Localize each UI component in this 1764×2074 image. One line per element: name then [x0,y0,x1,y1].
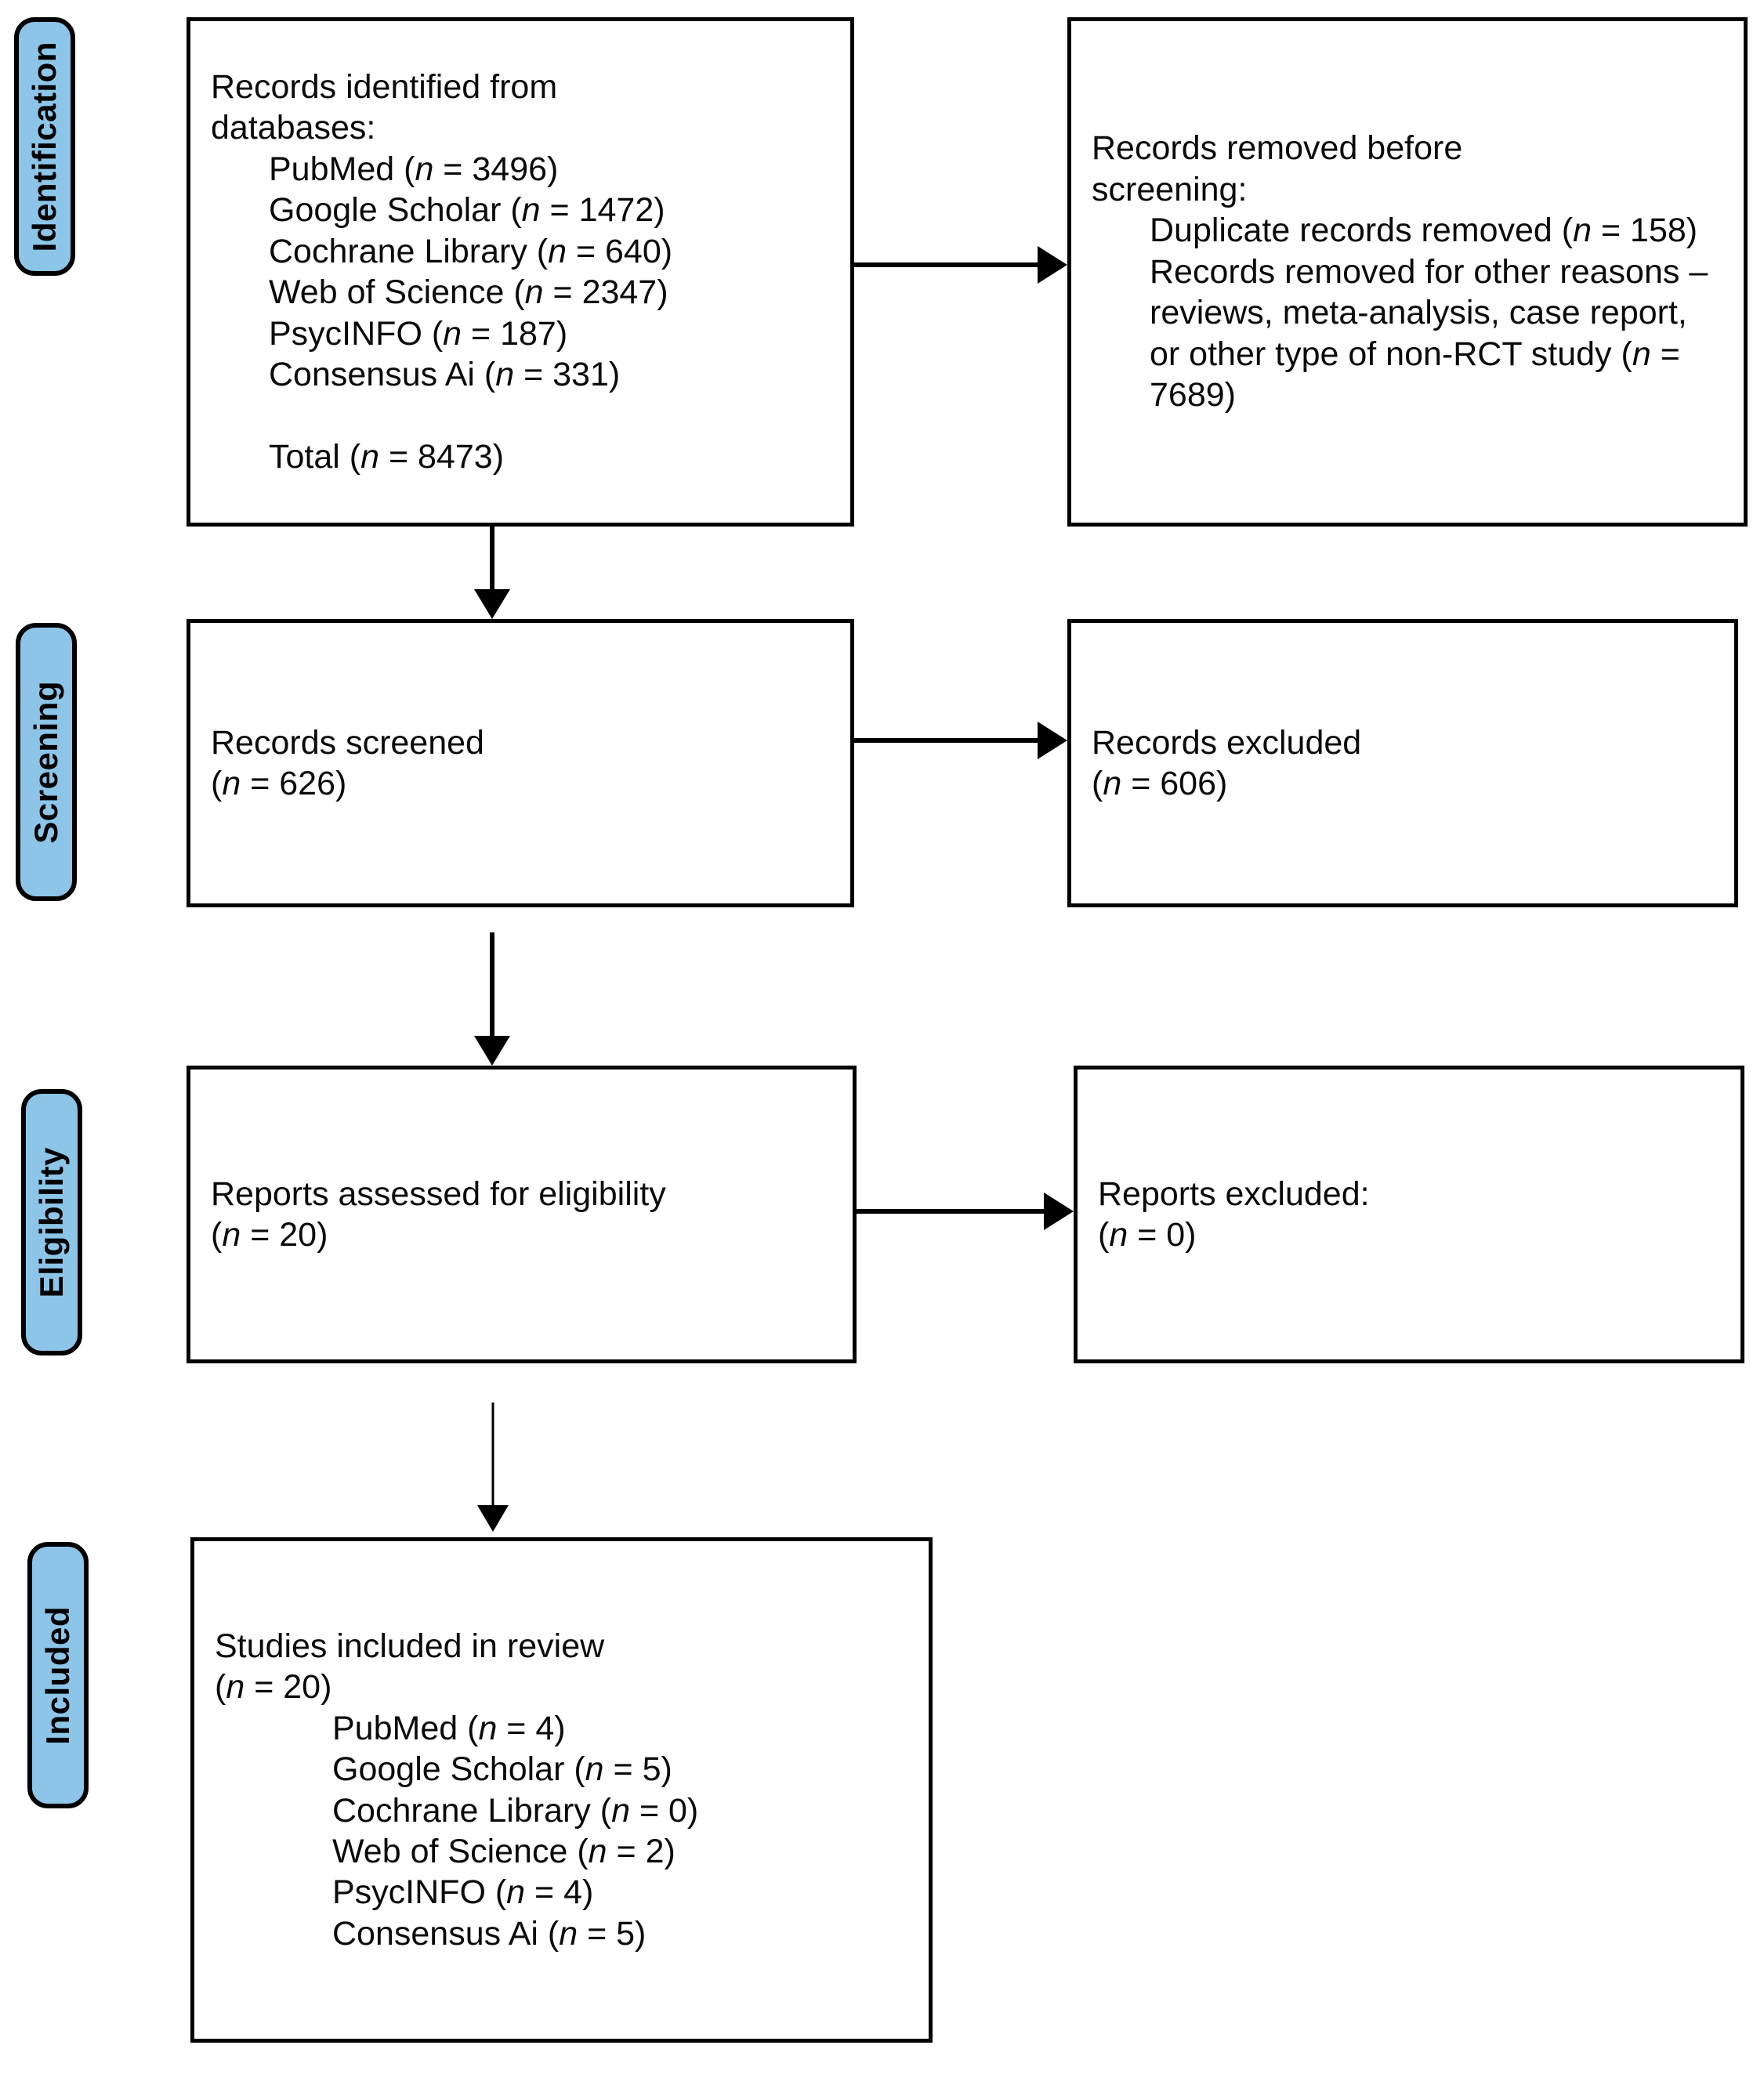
arrow-screened-to-assessed [470,932,514,1066]
records-removed-line1: Records removed before [1092,129,1463,168]
box-records-excluded: Records excluded (n = 606) [1067,619,1738,907]
arrow-stem [490,527,494,592]
box-studies-included: Studies included in review (n = 20) PubM… [190,1537,933,2043]
records-screened-line1: Records screened [211,723,484,762]
arrow-screened-to-excluded [854,720,1067,761]
records-identified-source-cochrane-library: Cochrane Library (n = 640) [269,232,673,270]
stage-pill-included: Included [27,1542,89,1808]
box-reports-excluded: Reports excluded: (n = 0) [1074,1066,1744,1363]
arrow-identified-to-screened [470,527,514,619]
studies-included-source-pubmed: PubMed (n = 4) [332,1709,566,1747]
studies-included-line1: Studies included in review [215,1627,605,1665]
records-identified-line1: Records identified from [211,67,558,106]
records-removed-reason-other: Records removed for other reasons – revi… [1150,252,1718,414]
arrow-stem [857,1209,1047,1214]
arrow-stem [854,262,1041,267]
box-records-removed: Records removed before screening: Duplic… [1067,17,1748,527]
box-reports-assessed: Reports assessed for eligibility (n = 20… [187,1066,857,1363]
box-reports-excluded-body: Reports excluded: (n = 0) [1078,1174,1740,1256]
reports-excluded-line1: Reports excluded: [1098,1175,1370,1213]
box-records-identified-body: Records identified from databases: PubMe… [190,67,850,477]
arrow-head [474,1036,510,1066]
arrow-head [477,1505,509,1532]
studies-included-source-web-of-science: Web of Science (n = 2) [332,1832,676,1870]
arrow-head [1038,722,1067,759]
studies-included-source-cochrane-library: Cochrane Library (n = 0) [332,1791,699,1830]
stage-pill-identification: Identification [14,17,75,276]
box-records-excluded-body: Records excluded (n = 606) [1071,722,1734,805]
records-identified-source-consensus-ai: Consensus Ai (n = 331) [269,356,621,394]
studies-included-source-psycinfo: PsycINFO (n = 4) [332,1873,594,1912]
stage-pill-screening: Screening [16,623,77,901]
stage-label-identification: Identification [26,41,63,252]
box-studies-included-body: Studies included in review (n = 20) PubM… [194,1626,929,1955]
reports-assessed-line2: (n = 20) [211,1216,328,1254]
arrow-identified-to-removed [854,244,1067,285]
arrow-assessed-to-included [474,1403,512,1532]
reports-assessed-line1: Reports assessed for eligibility [211,1175,666,1213]
arrow-head [474,589,510,619]
studies-included-source-google-scholar: Google Scholar (n = 5) [332,1750,672,1789]
records-removed-reason-duplicates: Duplicate records removed (n = 158) [1150,212,1698,250]
stage-label-eligibility: Eligibility [33,1146,70,1298]
studies-included-source-consensus-ai: Consensus Ai (n = 5) [332,1914,647,1953]
records-removed-line2: screening: [1092,170,1248,208]
records-identified-source-google-scholar: Google Scholar (n = 1472) [269,191,665,230]
records-identified-source-pubmed: PubMed (n = 3496) [269,150,559,188]
records-identified-source-psycinfo: PsycINFO (n = 187) [269,314,568,353]
arrow-head [1044,1193,1074,1230]
arrow-stem [491,1403,494,1507]
arrow-assessed-to-reports-excluded [857,1191,1074,1232]
stage-pill-eligibility: Eligibility [21,1089,82,1356]
records-identified-spacer [211,396,830,436]
stage-label-screening: Screening [27,680,64,844]
stage-label-included: Included [39,1605,76,1745]
records-excluded-line1: Records excluded [1092,723,1362,762]
records-screened-line2: (n = 626) [211,765,347,802]
records-excluded-line2: (n = 606) [1092,765,1228,802]
arrow-head [1038,246,1067,284]
box-records-removed-body: Records removed before screening: Duplic… [1071,128,1744,415]
records-identified-total: Total (n = 8473) [269,437,505,476]
box-records-screened-body: Records screened (n = 626) [190,722,850,805]
box-records-screened: Records screened (n = 626) [187,619,854,907]
arrow-stem [854,738,1041,743]
box-records-identified: Records identified from databases: PubMe… [187,17,854,527]
arrow-stem [490,932,494,1039]
studies-included-line2: (n = 20) [215,1668,332,1707]
reports-excluded-line2: (n = 0) [1098,1216,1197,1254]
records-identified-source-web-of-science: Web of Science (n = 2347) [269,273,668,312]
records-identified-line2: databases: [211,109,376,147]
box-reports-assessed-body: Reports assessed for eligibility (n = 20… [190,1174,853,1256]
